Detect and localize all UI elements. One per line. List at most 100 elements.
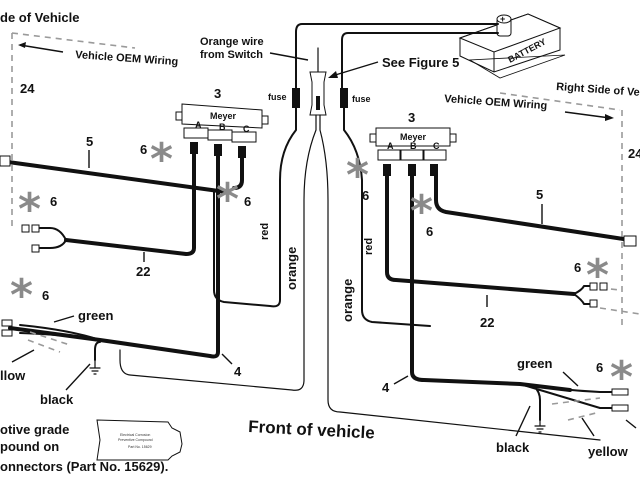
plug-a-right: [383, 164, 391, 176]
asterisk-icon: *: [216, 174, 239, 225]
right-side-heading: Right Side of Ve: [556, 81, 640, 99]
tube-label-line1: Electrical Corrosion: [120, 433, 150, 437]
orange-wire-left: [119, 114, 317, 391]
port-c-left: C: [243, 124, 250, 134]
switch-wire-connector: [309, 71, 327, 116]
callout-4-left: 4: [234, 364, 242, 379]
connector-5-right[interactable]: [623, 235, 637, 247]
orange-wire-leader: [269, 52, 309, 61]
connector-5-left[interactable]: [0, 155, 11, 167]
see-figure-arrowhead-icon: [328, 71, 338, 78]
harness-22-right: [385, 174, 576, 296]
callout-5-right: 5: [536, 187, 543, 202]
callout-24-left: 24: [20, 81, 35, 96]
harness-4-left: [8, 188, 220, 359]
black-leader-right: [515, 405, 531, 437]
callout-6: 6: [596, 360, 603, 375]
see-figure-label: See Figure 5: [382, 55, 459, 70]
plug-b-right: [408, 164, 416, 176]
yellow-label-right: yellow: [588, 444, 629, 459]
fuse-right: [340, 88, 348, 108]
arrowhead-right-icon: [605, 114, 614, 121]
asterisk-icon: *: [410, 186, 433, 237]
oem-boundary-left-top: [11, 32, 136, 49]
oem-harness-left-dashed: [27, 331, 71, 353]
module-number-right: 3: [408, 110, 415, 125]
port-b-right: B: [410, 141, 417, 151]
left-side-heading: de of Vehicle: [0, 10, 79, 25]
green-leader-right: [562, 371, 579, 387]
connector-yellow-right[interactable]: [611, 404, 629, 412]
ground-icon-left: [89, 359, 101, 375]
fuse-label-left: fuse: [268, 92, 287, 102]
harness-22-left: [64, 152, 196, 256]
port-a-right: A: [387, 141, 394, 151]
callout-6: 6: [574, 260, 581, 275]
red-label-left: red: [259, 223, 271, 240]
asterisk-icon: *: [586, 250, 609, 301]
ground-icon-right: [534, 419, 546, 433]
connector-22b-left[interactable]: [31, 224, 40, 233]
callout-4-right: 4: [382, 380, 390, 395]
harness-c-left: [232, 156, 244, 190]
asterisk-callout-4: * 6: [10, 270, 49, 321]
leader-4-left: [221, 353, 233, 365]
harness-4-right-split: [519, 383, 613, 421]
callout-6: 6: [140, 142, 147, 157]
callout-6: 6: [42, 288, 49, 303]
leader-4-right: [393, 375, 409, 385]
asterisk-icon: *: [346, 150, 369, 201]
front-of-vehicle-title: Front of vehicle: [248, 417, 375, 443]
callout-5-left: 5: [86, 134, 93, 149]
see-figure-leader: [331, 61, 379, 77]
callout-22-left: 22: [136, 264, 150, 279]
note-line-1: otive grade: [0, 422, 69, 437]
asterisk-callout-6: * 6: [410, 186, 433, 239]
orange-wire-right: [319, 114, 601, 441]
red-label-right: red: [363, 238, 375, 255]
connector-yellow-left[interactable]: [1, 329, 13, 337]
connector-22a-left[interactable]: [21, 224, 30, 233]
oem-arrow-right: [564, 111, 611, 119]
callout-6: 6: [50, 194, 57, 209]
harness-22-right-split: [573, 285, 593, 305]
fuse-label-right: fuse: [352, 94, 371, 104]
asterisk-callout-2: * 6: [216, 174, 251, 225]
connector-22b-right[interactable]: [599, 282, 608, 291]
harness-22-left-split: [39, 227, 67, 249]
harness-5-right: [434, 174, 632, 242]
fuse-left: [292, 88, 300, 108]
battery: + BATTERY: [458, 13, 566, 79]
note-line-2: pound on: [0, 439, 59, 454]
green-leader-left: [53, 315, 75, 323]
callout-22-right: 22: [480, 315, 494, 330]
asterisk-callout-1: 6 *: [140, 134, 173, 185]
port-b-left: B: [219, 122, 226, 132]
callout-24-right: 24: [628, 146, 640, 161]
connector-green-right[interactable]: [611, 388, 629, 396]
oem-wiring-label-right: Vehicle OEM Wiring: [444, 93, 548, 112]
control-module-right: 3 Meyer A B C: [369, 110, 457, 176]
arrow-connector-right: [625, 419, 637, 429]
orange-wire-label-line2: from Switch: [200, 49, 263, 61]
green-label-left: green: [78, 308, 113, 323]
note-line-3: onnectors (Part No. 15629).: [0, 459, 168, 474]
callout-6: 6: [362, 188, 369, 203]
connector-22c-right[interactable]: [589, 299, 598, 308]
harness-4-left-split: [19, 324, 101, 361]
plug-c-right: [430, 164, 438, 176]
black-label-left: black: [40, 392, 74, 407]
orange-label-left: orange: [284, 247, 299, 290]
asterisk-callout-8: 6 *: [596, 352, 633, 403]
connector-green-left[interactable]: [1, 319, 13, 327]
compound-tube-icon: Electrical Corrosion Preventive Compound…: [96, 419, 183, 461]
connector-22c-left[interactable]: [31, 244, 40, 253]
tube-label-line2: Preventive Compound: [118, 438, 153, 442]
connector-22a-right[interactable]: [589, 282, 598, 291]
port-a-left: A: [195, 120, 202, 130]
battery-cable-left: [295, 23, 499, 89]
black-leader-left: [65, 363, 91, 391]
oem-boundary-right-top: [499, 92, 621, 111]
asterisk-callout-5: * 6: [346, 150, 369, 203]
asterisk-callout-3: * 6: [18, 184, 57, 235]
